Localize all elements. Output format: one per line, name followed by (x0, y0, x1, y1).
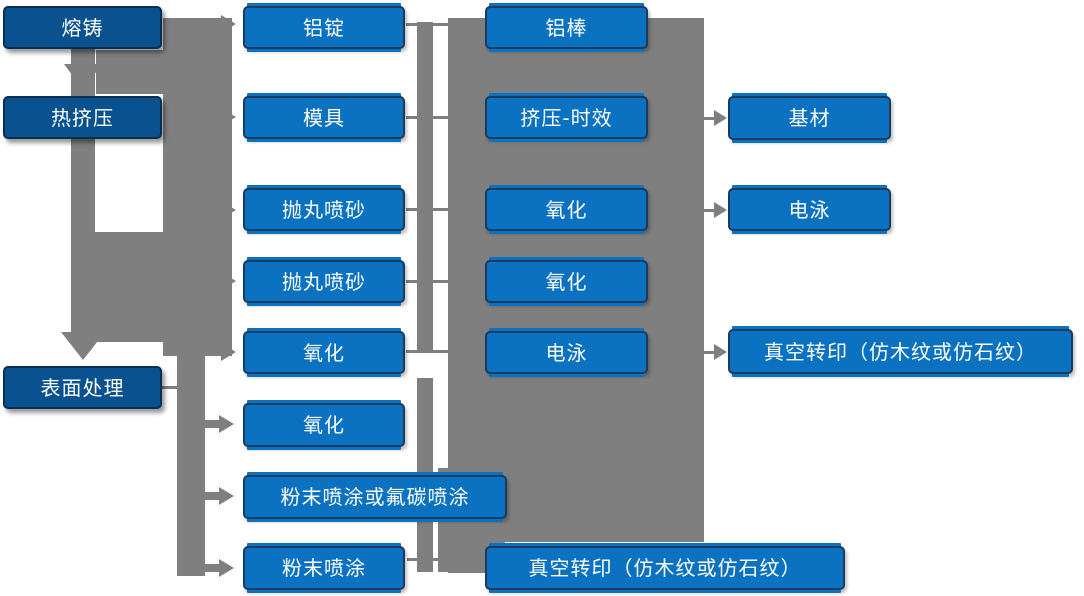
node-oxidation-3: 氧化 (485, 188, 648, 231)
arrow-right-to-vacuum-transfer-icon (714, 344, 727, 360)
connector-middle-bar-upper (417, 22, 433, 353)
arrow-right-to-shot-blast-1-icon (221, 201, 236, 219)
arrow-right-to-oxidation-1-icon (221, 343, 236, 361)
node-oxidation-1: 氧化 (243, 331, 405, 374)
arrow-right-to-shot-blast-2-icon (221, 272, 236, 290)
connector-row-tick-4 (406, 280, 448, 283)
node-oxidation-2: 氧化 (243, 403, 405, 447)
arrow-right-to-aluminum-ingot-icon (221, 15, 236, 33)
arrow-right-to-mold-icon (221, 108, 236, 126)
connector-stub-powder-fluoro (203, 492, 220, 500)
node-extrusion-aging: 挤压-时效 (485, 96, 648, 139)
node-vacuum-transfer-print-2: 真空转印（仿木纹或仿石纹） (728, 329, 1073, 374)
node-oxidation-4: 氧化 (485, 260, 648, 303)
connector-top-band (96, 50, 232, 94)
node-aluminum-rod: 铝棒 (485, 6, 648, 49)
connector-row-tick-5 (406, 350, 448, 353)
node-hot-extrusion: 热挤压 (3, 96, 162, 139)
node-mold: 模具 (243, 96, 405, 139)
arrow-right-to-electrophoresis-icon (714, 202, 727, 218)
connector-stub-powder-coating (203, 564, 220, 572)
arrow-down-to-surface-treatment-icon (61, 332, 105, 360)
node-shot-blast-sandblast-2: 抛丸喷砂 (243, 260, 405, 303)
connector-surface-treatment-link (162, 386, 190, 389)
node-powder-coating: 粉末喷涂 (243, 546, 405, 590)
node-vacuum-transfer-print-1: 真空转印（仿木纹或仿石纹） (485, 546, 845, 590)
connector-lower-trunk (177, 356, 205, 576)
arrow-right-to-oxidation-2-icon (219, 415, 234, 433)
arrow-right-to-powder-fluoro-icon (219, 487, 234, 505)
arrow-right-to-base-material-icon (714, 110, 727, 126)
node-surface-treatment: 表面处理 (3, 366, 162, 409)
connector-stub-oxidation-2 (203, 420, 220, 428)
connector-row-tick-2 (406, 116, 448, 119)
node-powder-or-fluorocarbon-coating: 粉末喷涂或氟碳喷涂 (243, 475, 507, 519)
node-base-material: 基材 (728, 96, 891, 140)
arrow-down-to-hot-extrusion-icon (64, 64, 102, 90)
connector-row-tick-3 (406, 208, 448, 211)
connector-mid-block (80, 232, 232, 342)
node-electrophoresis-1: 电泳 (485, 331, 648, 374)
node-melt-casting: 熔铸 (3, 6, 162, 49)
node-electrophoresis-2: 电泳 (728, 188, 891, 231)
connector-stub-base-material (704, 117, 715, 120)
arrow-right-to-powder-coating-icon (219, 559, 234, 577)
connector-stub-electrophoresis (704, 209, 715, 212)
connector-row-tick-1 (406, 23, 448, 26)
connector-row-tick-bottom (407, 558, 485, 561)
connector-stub-vacuum-transfer (704, 351, 715, 354)
node-aluminum-ingot: 铝锭 (243, 6, 405, 49)
connector-stage-drop-bar (71, 48, 95, 340)
node-shot-blast-sandblast-1: 抛丸喷砂 (243, 188, 405, 231)
